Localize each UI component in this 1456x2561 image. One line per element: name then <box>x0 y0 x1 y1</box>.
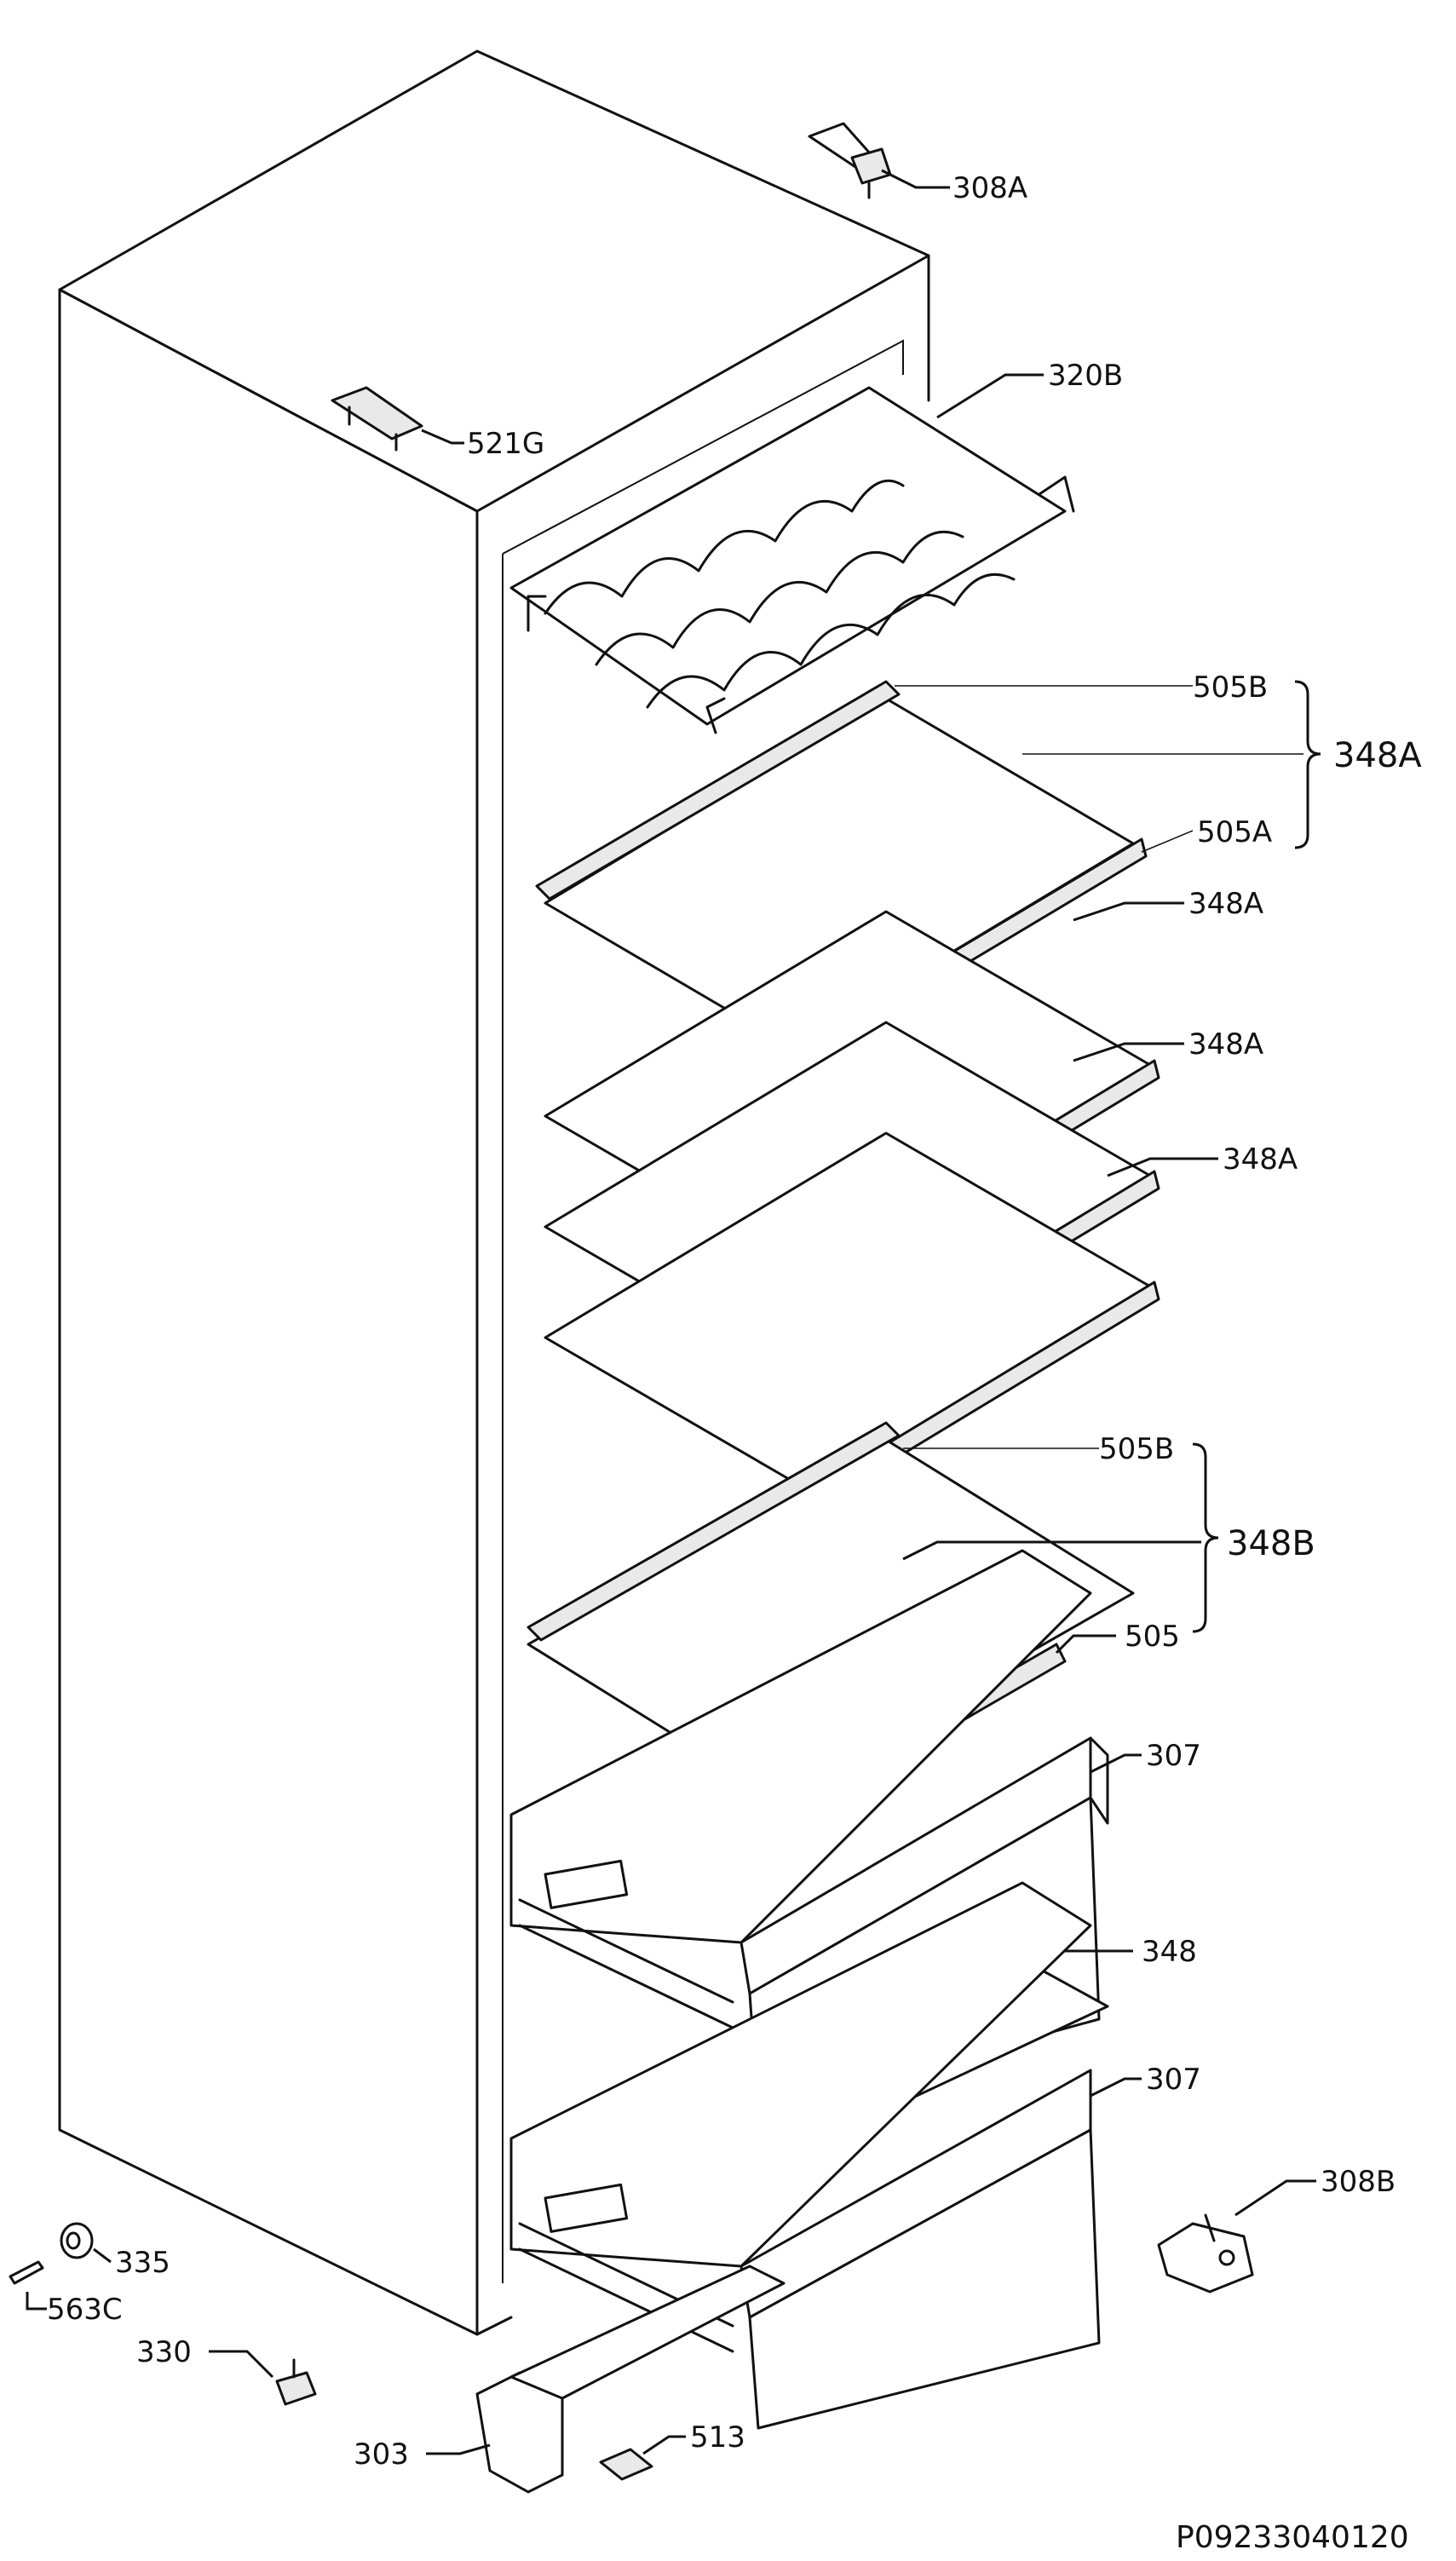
label-307-1: 307 <box>1146 1739 1201 1773</box>
leader-563c <box>26 2292 47 2311</box>
label-308b: 308B <box>1321 2165 1396 2199</box>
top-hinge-308a <box>808 122 892 199</box>
label-505: 505 <box>1125 1620 1180 1654</box>
label-563c: 563C <box>47 2293 123 2327</box>
label-505b-2: 505B <box>1099 1432 1174 1466</box>
top-cover-521g <box>331 386 423 452</box>
label-348a-2: 348A <box>1188 1027 1263 1062</box>
leader-505a <box>1141 830 1194 853</box>
label-307-2: 307 <box>1146 2063 1201 2097</box>
label-348a-1: 348A <box>1188 887 1263 921</box>
label-330: 330 <box>136 2335 192 2369</box>
leader-307-2 <box>1090 2077 1142 2098</box>
label-348a-3: 348A <box>1223 1142 1298 1177</box>
leader-513 <box>642 2435 686 2455</box>
label-348a-set: 348A <box>1333 736 1422 775</box>
bushing-335 <box>60 2222 94 2259</box>
bottom-hinge-308b <box>1157 2213 1254 2293</box>
leader-521g <box>421 429 464 445</box>
label-308a: 308A <box>952 171 1027 205</box>
leader-308b <box>1234 2179 1316 2217</box>
label-348: 348 <box>1142 1935 1197 1969</box>
clip-513 <box>599 2448 653 2481</box>
wine-rack-320b <box>509 386 1075 734</box>
label-335: 335 <box>115 2246 170 2280</box>
label-348b: 348B <box>1227 1524 1315 1563</box>
label-505a: 505A <box>1197 815 1272 849</box>
leader-505 <box>1055 1634 1116 1655</box>
leader-307-1 <box>1090 1753 1142 1774</box>
drawing-code: P09233040120 <box>1176 2520 1409 2555</box>
cabinet-bottom-edge <box>475 2316 513 2336</box>
brace-348b <box>1192 1442 1219 1633</box>
cabinet-inner-top <box>502 339 904 555</box>
leader-335 <box>93 2247 112 2264</box>
label-303: 303 <box>354 2437 409 2472</box>
label-320b: 320B <box>1048 359 1123 393</box>
drawer-2-307 <box>509 1881 1101 2430</box>
leader-308a <box>881 169 950 189</box>
leader-348a-3 <box>1107 1157 1218 1177</box>
foot-330 <box>275 2358 317 2406</box>
leader-303 <box>426 2443 491 2455</box>
leader-320b <box>936 373 1044 419</box>
cabinet <box>58 49 930 2336</box>
label-521g: 521G <box>467 427 544 461</box>
plinth-303 <box>475 2265 786 2494</box>
leader-348a-2 <box>1073 1042 1184 1062</box>
cabinet-side <box>58 288 479 2336</box>
leader-348a-1 <box>1073 901 1184 922</box>
leader-348b <box>902 1540 1201 1561</box>
label-513: 513 <box>690 2420 745 2455</box>
leader-330 <box>209 2350 274 2379</box>
pin-563c <box>9 2260 44 2285</box>
label-505b-1: 505B <box>1193 670 1268 705</box>
brace-348a <box>1294 680 1321 849</box>
